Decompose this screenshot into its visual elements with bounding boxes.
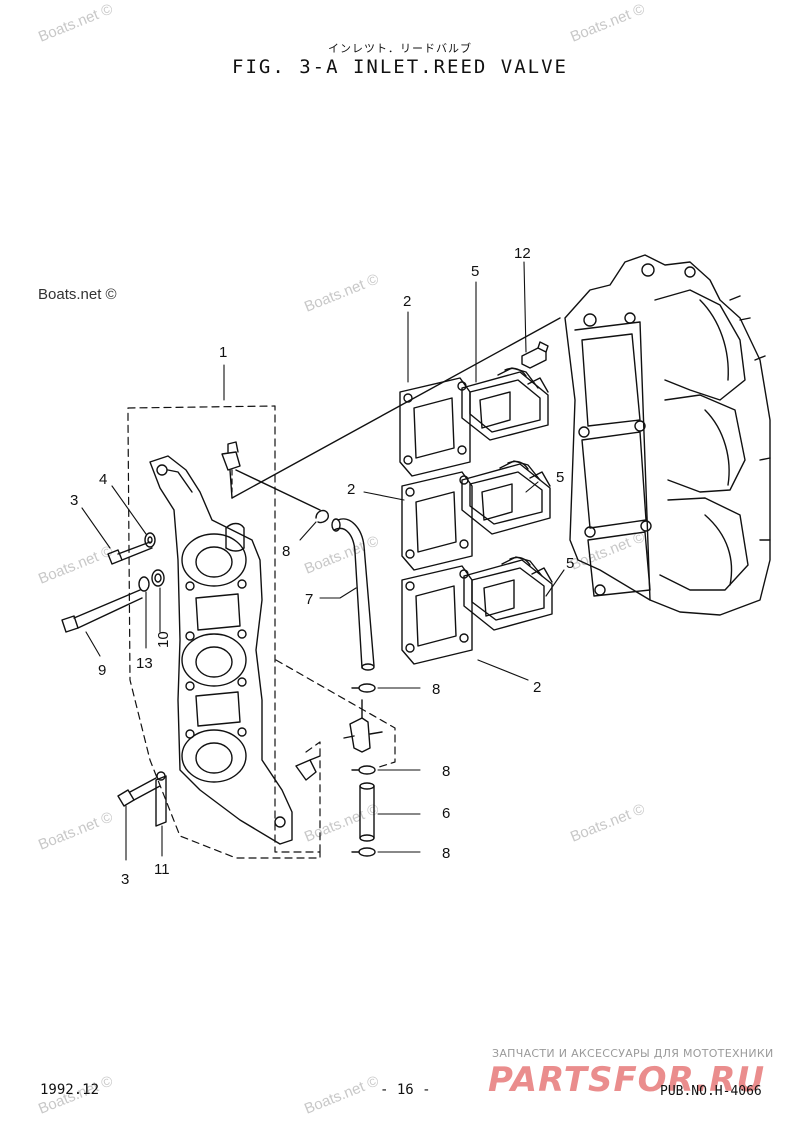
reed-valve-middle — [461, 460, 551, 535]
bolt-12 — [521, 341, 549, 369]
page-number: - 16 - — [380, 1082, 431, 1098]
callout-7: 7 — [305, 591, 313, 608]
alignment-line — [231, 317, 561, 499]
callout-5: 5 — [566, 555, 574, 572]
callout-11: 11 — [154, 861, 170, 878]
clip-8 — [351, 847, 376, 857]
leader-lines — [81, 261, 565, 861]
hose-6 — [359, 782, 375, 842]
callout-12: 12 — [514, 245, 531, 262]
figure-title-japanese: インレツト．リードバルブ — [328, 42, 472, 55]
clip-8-top — [315, 509, 330, 524]
shop-logo: PARTSFOR.RU — [488, 1060, 766, 1100]
callout-8: 8 — [282, 543, 290, 560]
washer-10 — [151, 569, 165, 587]
elbow-fitting-top — [221, 441, 241, 499]
plate-11 — [155, 771, 167, 827]
elbow-fitting-bottom — [295, 755, 321, 781]
gasket-upper — [399, 377, 471, 477]
callout-3: 3 — [121, 871, 129, 888]
callout-2: 2 — [347, 481, 355, 498]
reed-valve-lower — [463, 556, 553, 631]
bolt-9-long — [61, 589, 143, 633]
callout-6: 6 — [442, 805, 450, 822]
clip-8 — [351, 683, 376, 693]
callout-10: 10 — [155, 631, 172, 648]
callout-2: 2 — [403, 293, 411, 310]
publication-number: PUB.NO.H-4066 — [660, 1084, 762, 1099]
intake-manifold — [127, 405, 321, 859]
figure-title: FIG. 3-A INLET.REED VALVE — [232, 56, 568, 78]
callout-8: 8 — [442, 763, 450, 780]
washer-4 — [144, 532, 156, 548]
callout-3: 3 — [70, 492, 78, 509]
gasket-middle — [401, 471, 473, 571]
callout-1: 1 — [219, 344, 227, 361]
shop-tagline: ЗАПЧАСТИ И АКСЕССУАРЫ ДЛЯ МОТОТЕХНИКИ — [492, 1047, 774, 1060]
callout-13: 13 — [136, 655, 153, 672]
reed-valve-upper — [461, 367, 549, 441]
publication-date: 1992.12 — [40, 1082, 100, 1098]
alignment-line — [235, 469, 321, 511]
hose-7 — [331, 518, 375, 671]
callout-8: 8 — [442, 845, 450, 862]
callout-2: 2 — [533, 679, 541, 696]
bolt-3-upper — [107, 541, 153, 565]
watermark: Boats.net © — [38, 286, 117, 303]
gasket-lower — [401, 565, 473, 665]
clip-8 — [351, 765, 376, 775]
callout-9: 9 — [98, 662, 106, 679]
tee-fitting — [343, 699, 383, 753]
callout-5: 5 — [471, 263, 479, 280]
callout-5: 5 — [556, 469, 564, 486]
crankcase-drawing — [564, 254, 771, 616]
callout-4: 4 — [99, 471, 107, 488]
callout-8: 8 — [432, 681, 440, 698]
bolt-3-lower — [117, 777, 161, 807]
washer-13 — [138, 576, 150, 592]
